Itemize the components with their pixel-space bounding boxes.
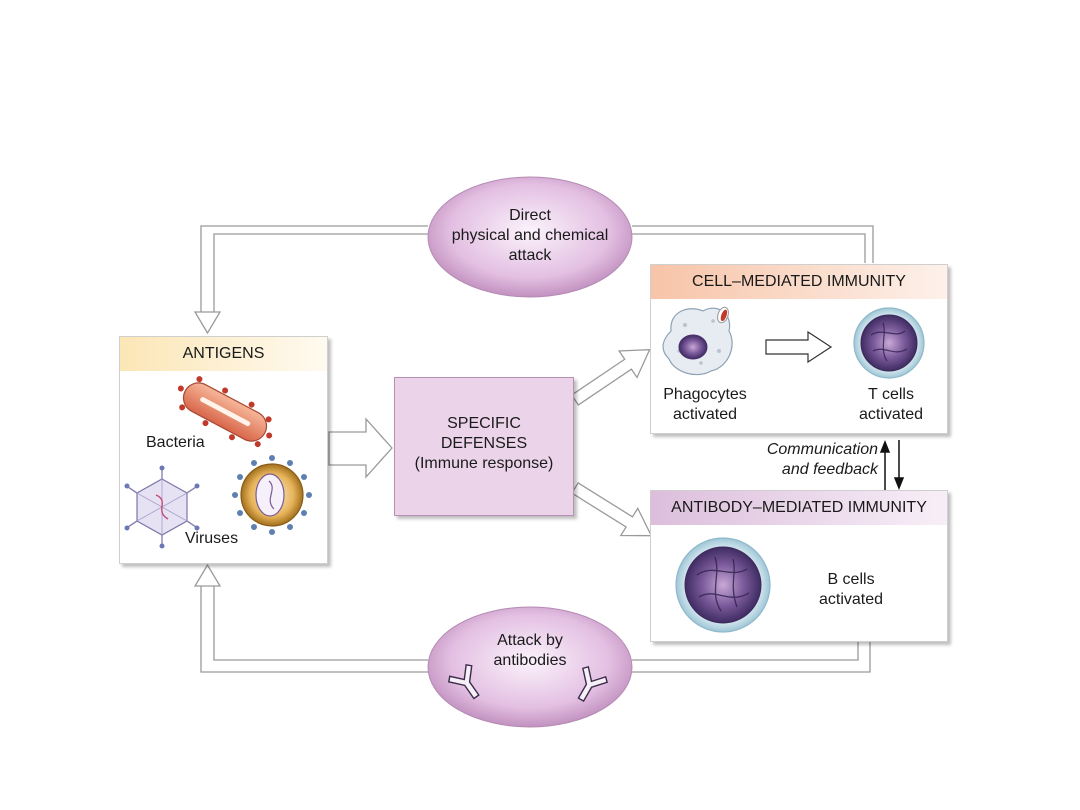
communication-label: Communication and feedback (738, 440, 878, 480)
cell-mediated-box: CELL–MEDIATED IMMUNITY Phagocytes activa… (650, 264, 948, 434)
communication-arrows (879, 439, 905, 491)
antibody-mediated-box: ANTIBODY–MEDIATED IMMUNITY B cells activ… (650, 490, 948, 642)
arrow-to-cell-mediated (570, 348, 651, 406)
top-feedback-channel (200, 225, 874, 312)
antibody-icon (577, 666, 608, 703)
enveloped-virus-icon (232, 455, 312, 535)
arrow-to-antibody-mediated (570, 482, 653, 537)
specific-defenses-line: (Immune response) (414, 455, 554, 472)
direct-attack-label: Direct physical and chemical attack (430, 206, 630, 266)
antibody-mediated-header: ANTIBODY–MEDIATED IMMUNITY (651, 491, 947, 525)
communication-line: Communication (766, 441, 878, 458)
oval-line: attack (508, 247, 552, 264)
bcells-label: B cells activated (801, 570, 901, 610)
specific-defenses-line: DEFENSES (440, 435, 528, 452)
bacteria-label: Bacteria (146, 434, 205, 451)
cell-mediated-illustrations (662, 306, 925, 379)
bcells-line: B cells (827, 571, 875, 588)
direct-attack-oval (427, 176, 633, 298)
b-cell-icon (675, 537, 771, 633)
oval-line: Direct (509, 207, 551, 224)
antigens-header: ANTIGENS (120, 337, 327, 371)
arrow-phagocyte-to-tcell (765, 330, 833, 364)
specific-defenses-box: SPECIFIC DEFENSES (Immune response) (394, 377, 574, 516)
arrow-down-to-antigens (193, 311, 222, 335)
antibody-icon (447, 663, 480, 700)
phagocytes-label: Phagocytes activated (651, 385, 759, 425)
tcells-label: T cells activated (841, 385, 941, 425)
bottom-feedback-channel (200, 586, 871, 673)
arrow-antigens-to-defenses (328, 417, 393, 479)
antigens-box: ANTIGENS (119, 336, 328, 564)
oval-line: physical and chemical (451, 227, 609, 244)
viruses-label: Viruses (185, 530, 239, 547)
communication-line: and feedback (781, 461, 878, 478)
tcells-line: activated (858, 406, 924, 423)
phagocyte-icon (662, 306, 733, 376)
antibody-mediated-illustrations (675, 537, 771, 633)
antibody-attack-label: Attack by antibodies (430, 631, 630, 671)
t-cell-icon (853, 307, 925, 379)
phagocytes-line: activated (672, 406, 738, 423)
oval-line: Attack by (497, 632, 563, 649)
phagocytes-line: Phagocytes (663, 386, 747, 403)
oval-line: antibodies (493, 652, 567, 669)
antigens-illustrations (124, 376, 312, 549)
arrow-up-to-antigens (193, 563, 222, 587)
specific-defenses-label: SPECIFIC DEFENSES (Immune response) (395, 414, 573, 474)
specific-defenses-line: SPECIFIC (447, 415, 521, 432)
bacterium-icon (177, 376, 273, 448)
tcells-line: T cells (868, 386, 914, 403)
cell-mediated-header: CELL–MEDIATED IMMUNITY (651, 265, 947, 299)
icosahedral-virus-icon (124, 465, 200, 549)
bcells-line: activated (818, 591, 884, 608)
